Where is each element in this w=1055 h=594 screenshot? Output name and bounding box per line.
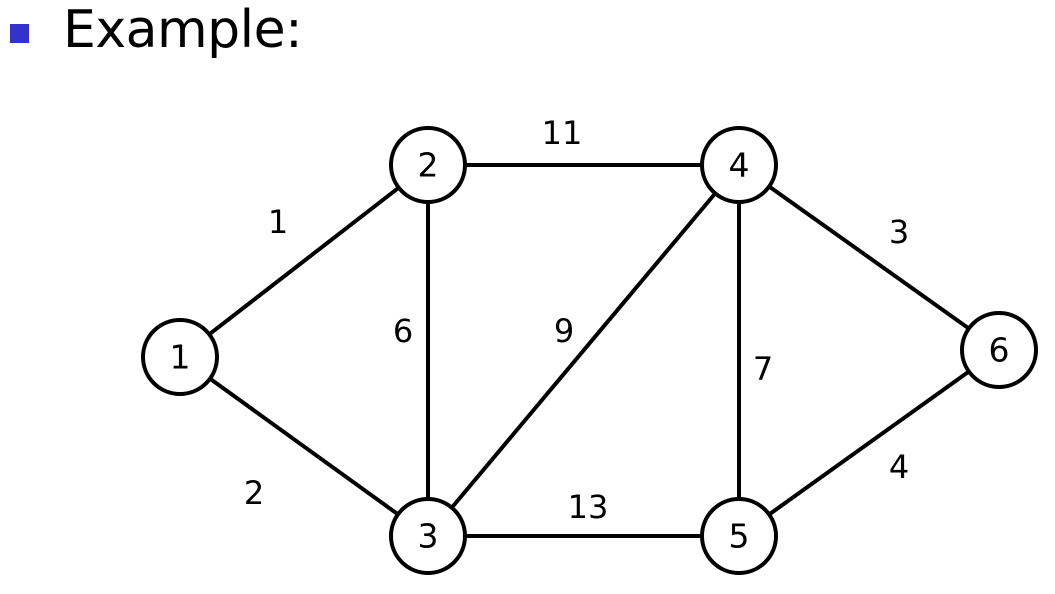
heading-row: Example:	[10, 0, 303, 60]
edge-1-2	[208, 186, 400, 336]
node-4: 4	[700, 126, 778, 204]
node-circle-3	[389, 497, 467, 575]
bullet-square-icon	[10, 23, 29, 43]
node-label-6: 6	[989, 331, 1010, 370]
node-1: 1	[141, 318, 219, 396]
heading-text: Example:	[63, 0, 303, 60]
node-5: 5	[700, 497, 778, 575]
node-circle-6	[960, 311, 1038, 389]
edge-weight-label-4-5: 7	[753, 350, 773, 388]
edges-layer	[208, 163, 971, 538]
node-2: 2	[389, 126, 467, 204]
edge-weight-label-3-5: 13	[568, 488, 609, 526]
node-circle-5	[700, 497, 778, 575]
edge-1-3	[208, 377, 400, 516]
edge-weight-label-2-4: 11	[542, 114, 583, 152]
edge-weight-label-5-6: 4	[889, 448, 909, 486]
node-circle-1	[141, 318, 219, 396]
nodes-layer: 1 2 3 4 5 6	[141, 126, 1038, 575]
edge-weight-label-3-4: 9	[554, 312, 574, 350]
node-label-4: 4	[729, 146, 750, 185]
edge-weight-label-1-3: 2	[244, 474, 264, 512]
edge-4-6	[767, 184, 971, 331]
edge-weight-label-4-6: 3	[889, 213, 909, 251]
node-circle-4	[700, 126, 778, 204]
node-label-1: 1	[170, 338, 191, 377]
node-label-2: 2	[418, 146, 439, 185]
edge-3-4	[450, 192, 717, 509]
node-6: 6	[960, 311, 1038, 389]
edge-weight-label-2-3: 6	[393, 312, 413, 350]
edge-weight-label-1-2: 1	[268, 203, 288, 241]
node-label-5: 5	[729, 517, 750, 556]
node-circle-2	[389, 126, 467, 204]
node-3: 3	[389, 497, 467, 575]
edge-5-6	[767, 369, 971, 517]
edge-weights-layer: 1 2 6 11 9 13 7 3 4	[244, 114, 909, 526]
node-label-3: 3	[418, 517, 439, 556]
